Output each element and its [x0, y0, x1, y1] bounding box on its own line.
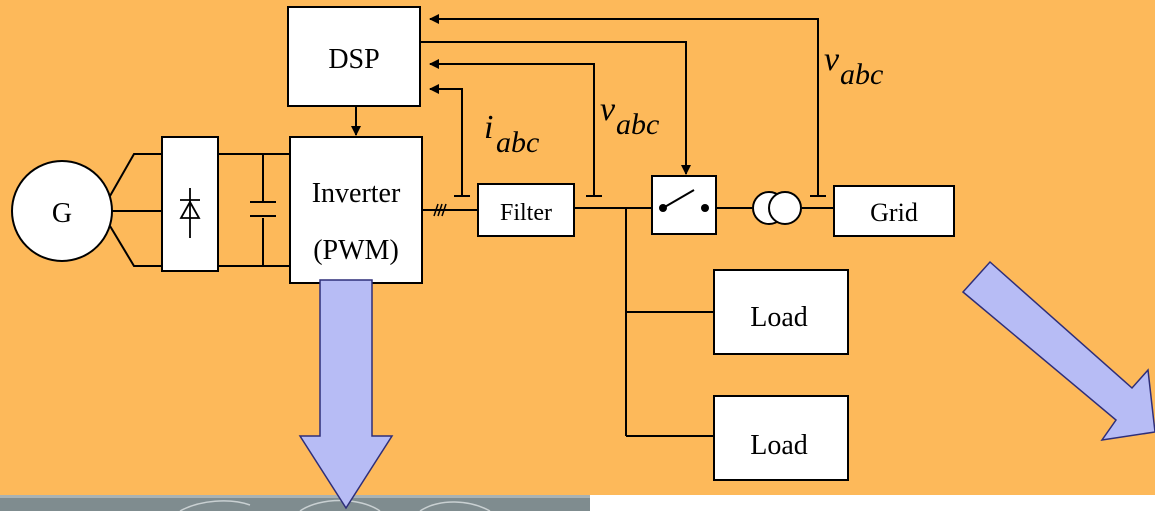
- grid-voltage-signal-label: v abc: [824, 41, 883, 91]
- down-arrow-icon: [298, 279, 394, 510]
- switch-icon: [659, 189, 709, 212]
- switch-control-line: [420, 41, 691, 175]
- inverter-block: Inverter (PWM): [289, 136, 423, 284]
- filter-block: Filter: [477, 183, 575, 237]
- main-bus: [574, 207, 714, 437]
- inverter-label-line1: Inverter: [312, 178, 401, 209]
- load-block-2: Load: [713, 395, 849, 481]
- generator: G: [11, 160, 113, 262]
- generator-label: G: [52, 198, 72, 229]
- diagonal-arrow-icon: [961, 260, 1155, 442]
- grid-voltage-feedback: [429, 14, 819, 196]
- capacitor-icon: [250, 201, 276, 217]
- inverter-label-line2: (PWM): [313, 235, 399, 266]
- diode-icon: [179, 188, 201, 238]
- local-voltage-feedback: [429, 59, 595, 196]
- filter-label: Filter: [500, 200, 552, 226]
- inverter-to-filter-line: [422, 203, 478, 217]
- transformer-icon: [752, 191, 802, 225]
- dsp-label: DSP: [328, 44, 379, 75]
- rectifier-block: [161, 136, 219, 272]
- photo-strip: [0, 495, 590, 511]
- load-label-2: Load: [750, 430, 808, 461]
- dsp-block: DSP: [287, 6, 421, 107]
- grid-label: Grid: [870, 198, 918, 227]
- local-voltage-signal-label: v abc: [600, 91, 659, 141]
- grid-block: Grid: [833, 185, 955, 237]
- three-phase-hash-icon: [433, 203, 447, 217]
- generator-wires: [109, 153, 162, 267]
- feedback-lines: [420, 14, 826, 197]
- current-signal-label: i abc: [484, 109, 539, 159]
- load-label-1: Load: [750, 302, 808, 333]
- current-feedback: [429, 84, 463, 196]
- dc-link: [218, 153, 292, 267]
- load-block-1: Load: [713, 269, 849, 355]
- switch-block: [651, 175, 717, 235]
